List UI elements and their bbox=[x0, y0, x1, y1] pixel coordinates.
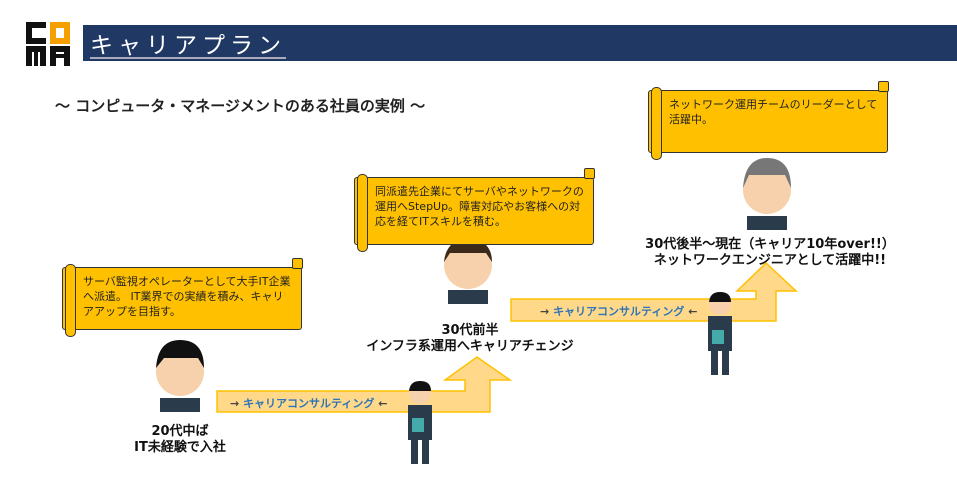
stage-desc: インフラ系運用へキャリアチェンジ bbox=[366, 339, 574, 354]
consultant-icon-1 bbox=[408, 381, 432, 464]
stage-desc: IT未経験で入社 bbox=[134, 440, 226, 455]
note-scroll-3: ネットワーク運用チームのリーダーとして活躍中。 bbox=[648, 81, 889, 160]
coma-logo bbox=[26, 22, 70, 66]
person-icon-20s bbox=[156, 340, 204, 412]
career-arrow-1 bbox=[216, 356, 513, 413]
arrow-left-icon: ← bbox=[688, 305, 698, 318]
stage-label-2: 30代前半 インフラ系運用へキャリアチェンジ bbox=[350, 323, 590, 355]
title-bar bbox=[83, 25, 957, 61]
subtitle: ～ コンピュータ・マネージメントのある社員の実例 ～ bbox=[55, 97, 426, 115]
consultant-icon-2 bbox=[708, 292, 732, 375]
stage-label-1: 20代中ば IT未経験で入社 bbox=[100, 424, 260, 456]
stage-age: 20代中ば bbox=[151, 424, 209, 439]
consulting-label-1: → キャリアコンサルティング ← bbox=[230, 395, 387, 411]
person-icon-30s bbox=[444, 238, 492, 304]
arrow-right-icon: → bbox=[230, 397, 240, 410]
stage-label-3: 30代後半～現在（キャリア10年over!!） ネットワークエンジニアとして活躍… bbox=[620, 237, 920, 269]
arrow-left-icon: ← bbox=[378, 397, 388, 410]
person-icon-senior bbox=[743, 158, 791, 230]
consulting-text: キャリアコンサルティング bbox=[243, 397, 375, 410]
note-scroll-2: 同派遣先企業にてサーバやネットワークの運用へStepUp。障害対応やお客様への対… bbox=[354, 168, 595, 252]
consulting-text: キャリアコンサルティング bbox=[553, 305, 685, 318]
stage-age: 30代後半～現在（キャリア10年over!!） bbox=[645, 237, 895, 252]
note-scroll-1: サーバ監視オペレーターとして大手IT企業へ派遣。 IT業界での実績を積み、キャリ… bbox=[62, 258, 303, 337]
stage-desc: ネットワークエンジニアとして活躍中!! bbox=[653, 253, 887, 268]
stage-age: 30代前半 bbox=[441, 323, 499, 338]
arrow-right-icon: → bbox=[540, 305, 550, 318]
page-title: キャリアプラン bbox=[90, 33, 286, 59]
consulting-label-2: → キャリアコンサルティング ← bbox=[540, 303, 697, 319]
